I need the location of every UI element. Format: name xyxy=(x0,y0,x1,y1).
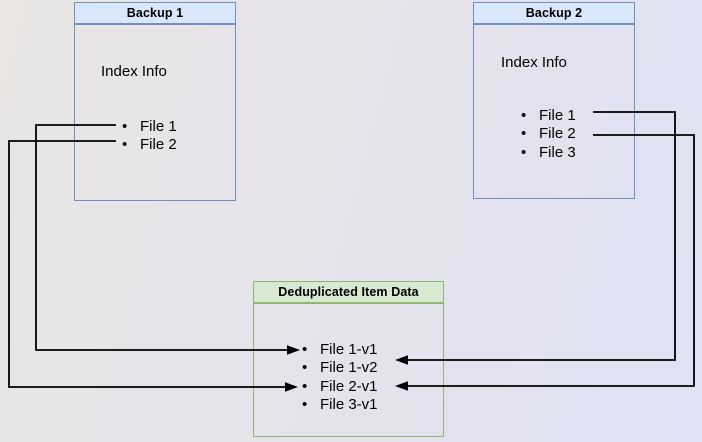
list-item: File 2 xyxy=(521,125,576,144)
bullet-icon xyxy=(302,341,308,358)
backup2-box: Backup 2 Index Info File 1 File 2 File 3 xyxy=(473,2,635,199)
backup1-file-list: File 1 File 2 xyxy=(122,117,177,154)
list-item: File 2-v1 xyxy=(302,377,378,396)
bullet-icon xyxy=(122,136,128,153)
bullet-icon xyxy=(521,144,527,161)
list-item-label: File 3 xyxy=(539,143,576,161)
dedup-item-list: File 1-v1 File 1-v2 File 2-v1 File 3-v1 xyxy=(302,340,378,414)
list-item-label: File 1 xyxy=(140,117,177,135)
backup2-title: Backup 2 xyxy=(525,6,583,20)
bullet-icon xyxy=(521,107,527,124)
dedup-box: Deduplicated Item Data File 1-v1 File 1-… xyxy=(253,281,444,437)
bullet-icon xyxy=(302,396,308,413)
bullet-icon xyxy=(302,359,308,376)
list-item: File 3 xyxy=(521,143,576,162)
bullet-icon xyxy=(302,378,308,395)
backup1-box: Backup 1 Index Info File 1 File 2 xyxy=(74,2,236,201)
list-item-label: File 2 xyxy=(539,125,576,143)
backup2-header: Backup 2 xyxy=(474,3,634,25)
list-item: File 2 xyxy=(122,136,177,155)
backup1-index-info-label: Index Info xyxy=(101,63,167,80)
list-item: File 1 xyxy=(122,117,177,136)
list-item-label: File 2-v1 xyxy=(320,377,378,395)
list-item: File 1-v1 xyxy=(302,340,378,359)
list-item-label: File 1-v1 xyxy=(320,340,378,358)
dedup-header: Deduplicated Item Data xyxy=(254,282,443,304)
list-item-label: File 1 xyxy=(539,106,576,124)
list-item-label: File 1-v2 xyxy=(320,359,378,377)
list-item-label: File 2 xyxy=(140,136,177,154)
list-item: File 1-v2 xyxy=(302,359,378,378)
list-item-label: File 3-v1 xyxy=(320,396,378,414)
backup1-title: Backup 1 xyxy=(126,6,184,20)
list-item: File 3-v1 xyxy=(302,396,378,415)
backup1-header: Backup 1 xyxy=(75,3,235,25)
bullet-icon xyxy=(521,125,527,142)
backup2-file-list: File 1 File 2 File 3 xyxy=(521,106,576,162)
dedup-title: Deduplicated Item Data xyxy=(278,285,419,299)
backup2-index-info-label: Index Info xyxy=(501,54,567,71)
bullet-icon xyxy=(122,118,128,135)
list-item: File 1 xyxy=(521,106,576,125)
